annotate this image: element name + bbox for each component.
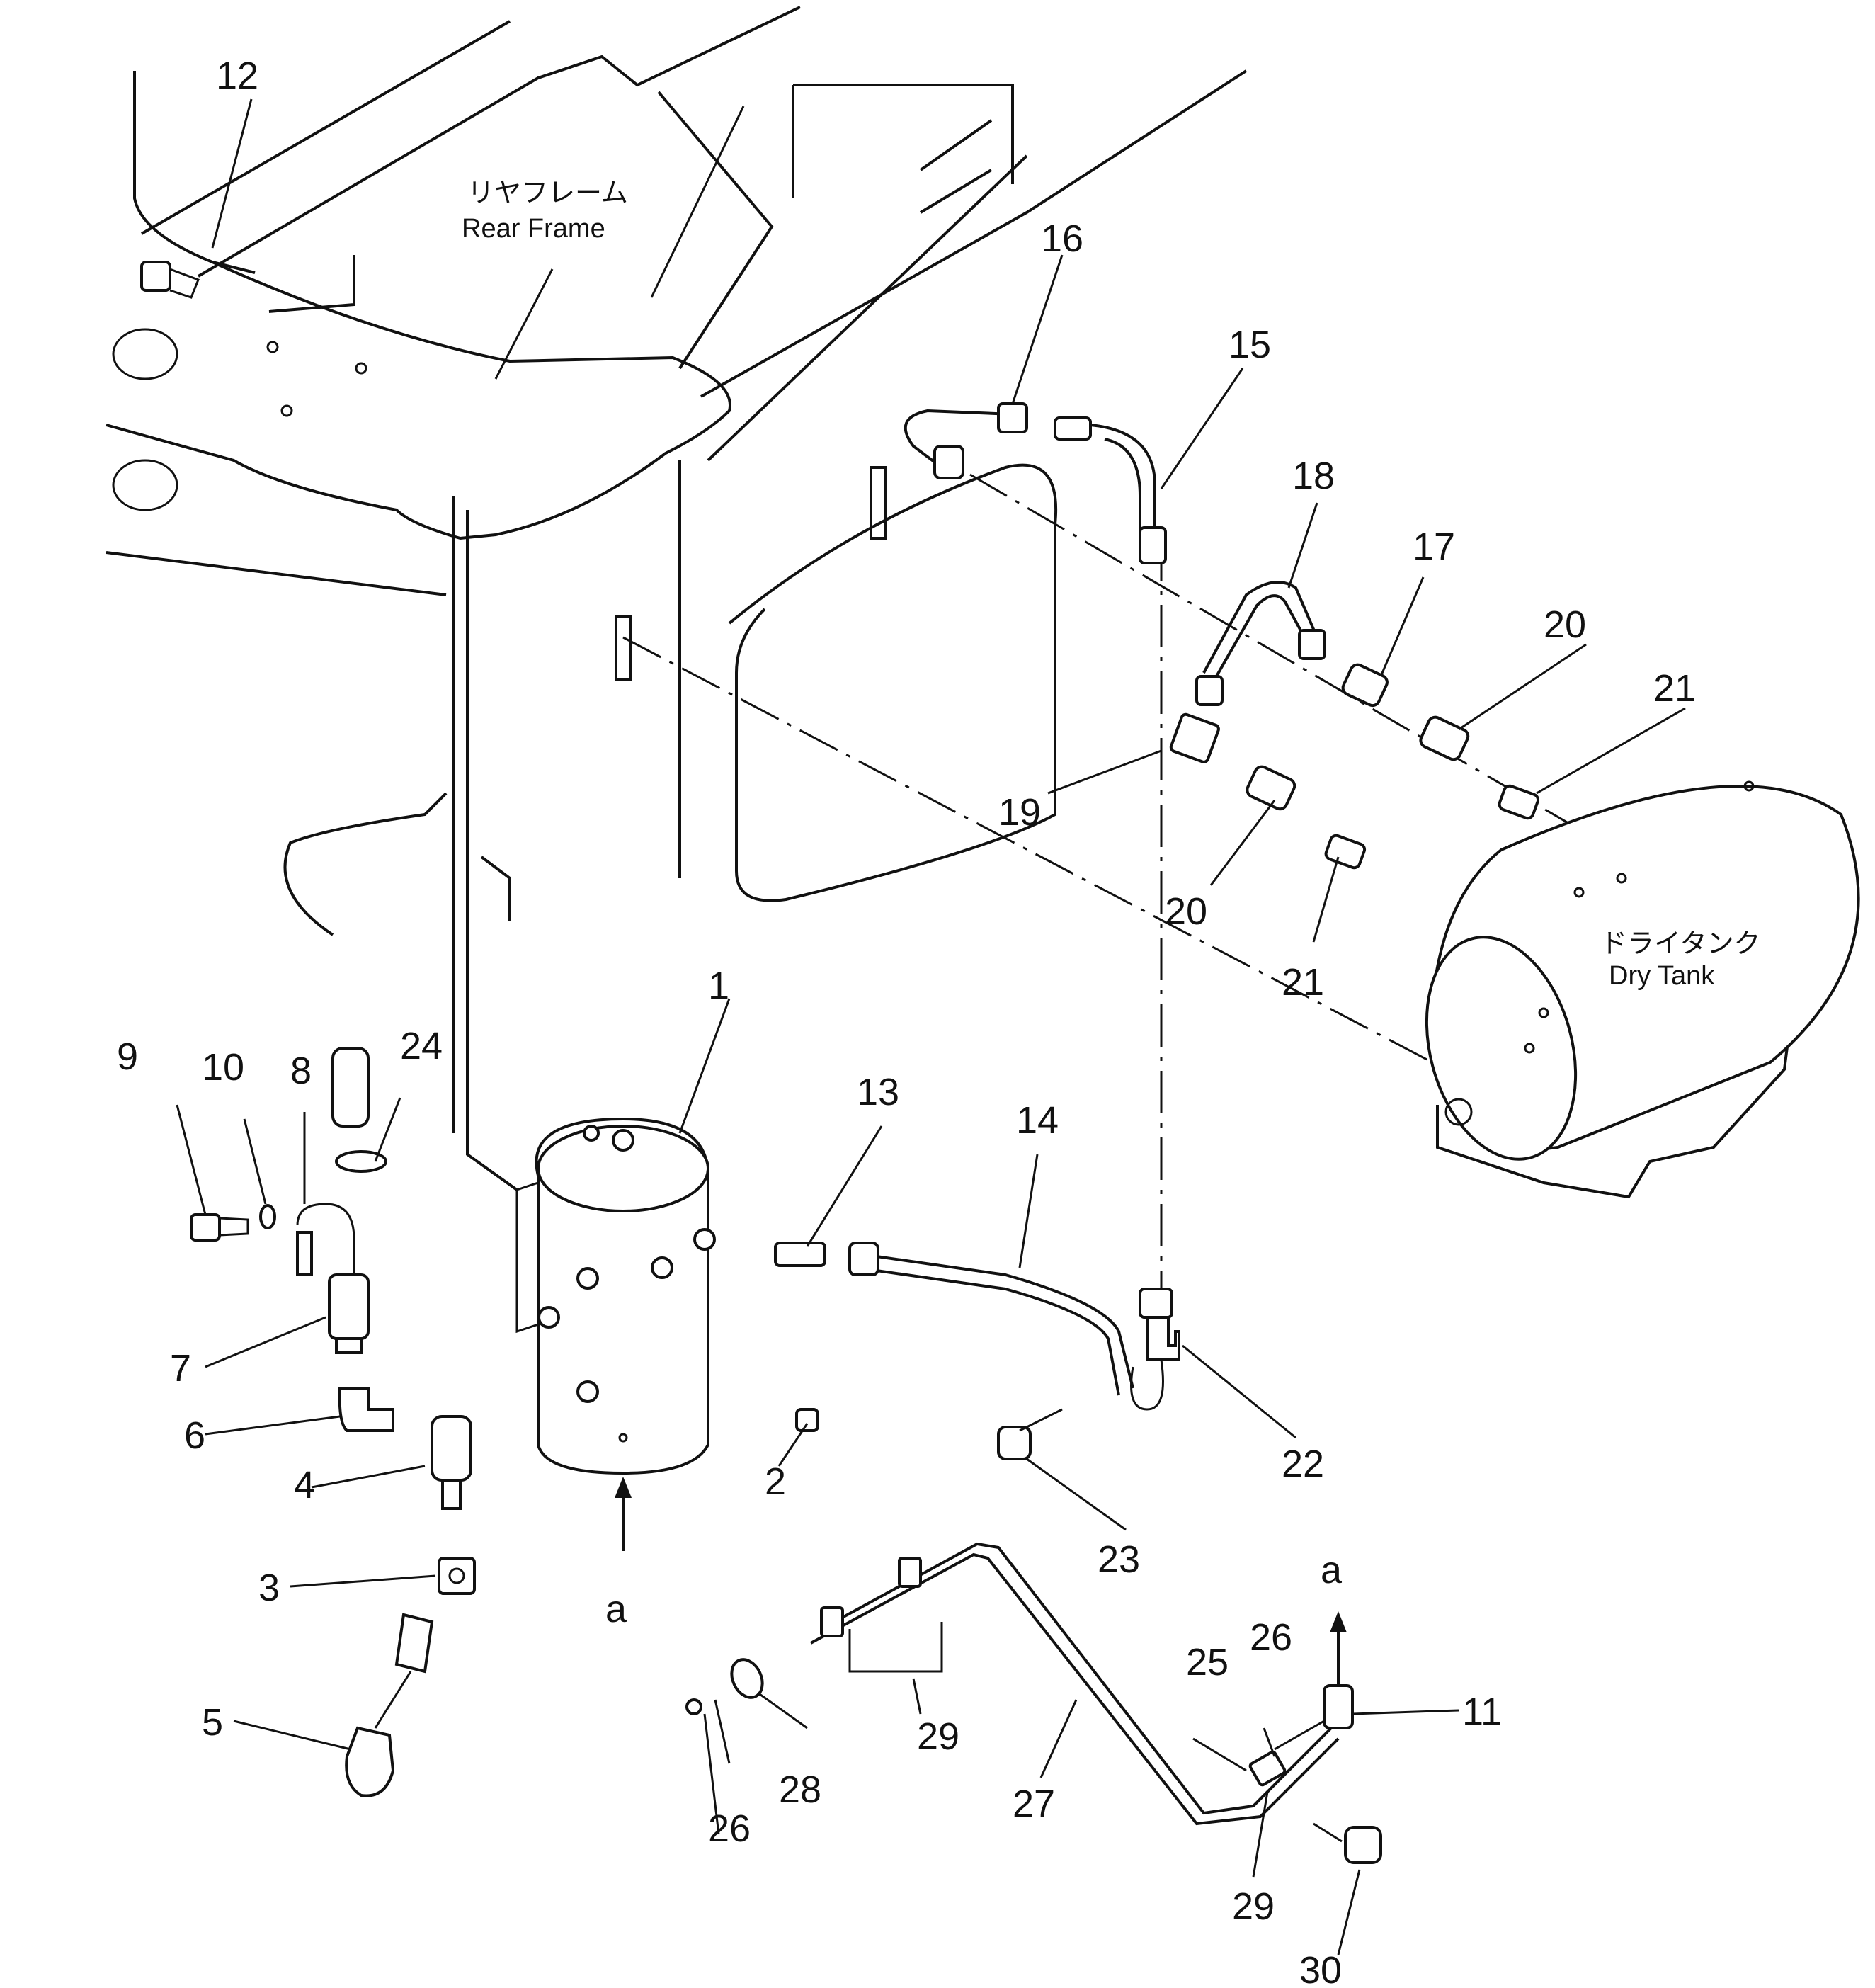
callout-29-lower: 29	[1232, 1885, 1275, 1928]
small-parts	[140, 261, 1540, 1864]
callout-8: 8	[290, 1050, 312, 1092]
callout-27: 27	[1013, 1783, 1055, 1825]
callout-2: 2	[765, 1460, 786, 1503]
air-tank	[515, 1117, 716, 1475]
callout-13: 13	[857, 1071, 899, 1113]
callout-19: 19	[998, 791, 1041, 834]
callout-numbers: 1 2 3 4 5 6 7 8 9 10 11 12 13 14 15 16 1…	[117, 55, 1696, 1988]
callout-11: 11	[1462, 1691, 1502, 1733]
callout-1: 1	[708, 965, 729, 1007]
callout-30: 30	[1299, 1949, 1342, 1988]
callout-5: 5	[202, 1701, 223, 1744]
callout-28: 28	[779, 1768, 821, 1811]
callout-20-upper: 20	[1544, 603, 1586, 646]
dry-tank-jp-label: ドライタンク	[1600, 929, 1760, 959]
diagram-labels: リヤフレーム Rear Frame ドライタンク Dry Tank a a	[462, 178, 1760, 1630]
view-arrows	[615, 1477, 1347, 1686]
callout-18: 18	[1292, 455, 1335, 497]
callout-6: 6	[184, 1414, 205, 1457]
rear-frame-en-label: Rear Frame	[462, 214, 605, 244]
callout-3: 3	[258, 1567, 280, 1609]
callout-17: 17	[1413, 526, 1455, 568]
view-a-label-left: a	[605, 1588, 627, 1630]
callout-26-right: 26	[1250, 1616, 1292, 1659]
callout-7: 7	[170, 1347, 191, 1390]
callout-29-upper: 29	[917, 1715, 959, 1758]
callout-22: 22	[1282, 1443, 1324, 1485]
callout-20-lower: 20	[1165, 890, 1207, 933]
callout-24: 24	[400, 1025, 443, 1067]
callout-16: 16	[1041, 217, 1083, 260]
view-a-label-right: a	[1321, 1549, 1343, 1591]
callout-15: 15	[1229, 324, 1271, 366]
dry-tank	[1425, 780, 1860, 1199]
callout-25: 25	[1186, 1641, 1229, 1683]
leader-lines	[176, 98, 1686, 1955]
callout-23: 23	[1098, 1538, 1140, 1581]
callout-10: 10	[202, 1046, 244, 1089]
callout-12: 12	[216, 55, 258, 97]
callout-4: 4	[294, 1464, 315, 1506]
callout-21-lower: 21	[1282, 961, 1324, 1004]
dry-tank-en-label: Dry Tank	[1609, 961, 1715, 991]
callout-21-upper: 21	[1653, 667, 1696, 710]
callout-14: 14	[1016, 1099, 1059, 1142]
callout-26-left: 26	[708, 1807, 751, 1850]
rear-frame-jp-label: リヤフレーム	[467, 178, 628, 208]
callout-9: 9	[117, 1035, 138, 1078]
